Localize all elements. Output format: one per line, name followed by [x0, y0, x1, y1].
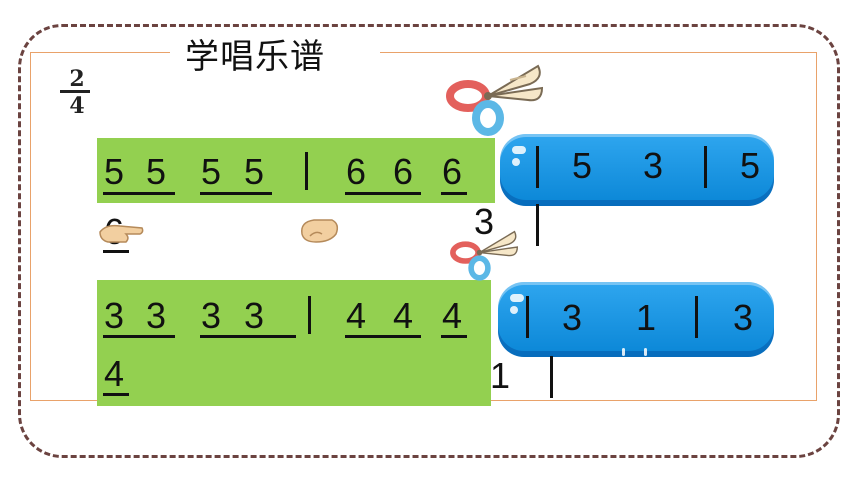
eighth-note-underline [103, 393, 129, 396]
note: 1 [490, 355, 511, 396]
eighth-note-underline [200, 192, 272, 195]
scissors-icon [446, 64, 544, 136]
title-background [170, 34, 380, 80]
scissors-icon [450, 230, 519, 281]
note: 4 [442, 295, 463, 336]
note: 4 [346, 295, 367, 336]
note: 3 [562, 297, 583, 338]
eighth-note-underline [441, 335, 467, 338]
time-signature-top: 2 [69, 66, 85, 92]
eighth-note-underline [103, 250, 129, 253]
eighth-note-underline [103, 335, 175, 338]
blue-highlight-line-1 [500, 134, 774, 206]
eighth-note-underline [345, 335, 421, 338]
bar-line [308, 296, 311, 334]
bar-line [550, 356, 553, 398]
note: 6 [442, 151, 463, 192]
outer-dashed-frame [18, 24, 840, 458]
eighth-note-underline [345, 192, 421, 195]
note: 3 [733, 297, 754, 338]
green-highlight-line-2 [97, 280, 491, 406]
eighth-note-underline [441, 192, 467, 195]
bar-line [695, 296, 698, 338]
note: 6 [393, 151, 414, 192]
note: 3 [643, 145, 664, 186]
note: 3 [244, 295, 265, 336]
note: 5 [201, 151, 222, 192]
bar-line [536, 204, 539, 246]
bar-line [536, 146, 539, 188]
page-title: 学唱乐谱 [185, 37, 325, 77]
note: 5 [244, 151, 265, 192]
note: 4 [393, 295, 414, 336]
hand-icon [99, 224, 144, 243]
note: 5 [104, 151, 125, 192]
note: 3 [474, 201, 495, 242]
hand-icon [301, 219, 339, 243]
blue-highlight-line-2 [498, 282, 774, 357]
eighth-note-underline [200, 335, 296, 338]
note: 1 [636, 297, 657, 338]
bar-line [305, 152, 308, 190]
note: 5 [740, 145, 761, 186]
note: 3 [201, 295, 222, 336]
note: 3 [146, 295, 167, 336]
bar-line [704, 146, 707, 188]
note: 6 [346, 151, 367, 192]
note: 3 [104, 295, 125, 336]
eighth-note-underline [103, 192, 175, 195]
note: 4 [104, 353, 125, 394]
note: 5 [146, 151, 167, 192]
note: 5 [572, 145, 593, 186]
time-signature-line [60, 90, 90, 93]
time-signature-bottom: 4 [69, 93, 85, 119]
bar-line [526, 296, 529, 338]
